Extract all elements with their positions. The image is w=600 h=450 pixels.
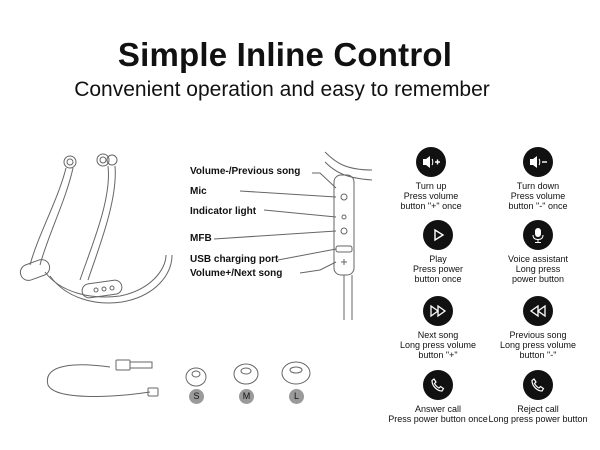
control-turn-down: Turn down Press volume button "-" once bbox=[483, 147, 593, 211]
control-reject-call: Reject call Long press power button bbox=[483, 370, 593, 424]
control-turn-up: Turn up Press volume button "+" once bbox=[376, 147, 486, 211]
callout-indicator-light: Indicator light bbox=[190, 206, 257, 217]
callout-usb-port: USB charging port bbox=[190, 254, 279, 265]
control-answer-call: Answer call Press power button once bbox=[383, 370, 493, 424]
size-badge-l: L bbox=[289, 389, 304, 404]
control-play: Play Press power button once bbox=[383, 220, 493, 284]
ear-tip-medium-icon bbox=[233, 363, 259, 385]
control-voice-assistant: Voice assistant Long press power button bbox=[483, 220, 593, 284]
size-badge-m: M bbox=[239, 389, 254, 404]
ear-tip-large-icon bbox=[281, 361, 311, 385]
previous-track-icon bbox=[523, 296, 553, 326]
page-title: Simple Inline Control bbox=[117, 36, 453, 73]
callout-volume-down: Volume-/Previous song bbox=[190, 166, 301, 177]
page-subtitle: Convenient operation and easy to remembe… bbox=[74, 78, 490, 101]
volume-up-icon bbox=[416, 147, 446, 177]
size-badge-s: S bbox=[189, 389, 204, 404]
callout-volume-up: Volume+/Next song bbox=[190, 268, 283, 279]
next-track-icon bbox=[423, 296, 453, 326]
earbud-right-icon bbox=[96, 153, 110, 167]
callout-mfb: MFB bbox=[190, 233, 212, 244]
play-icon bbox=[423, 220, 453, 250]
answer-call-icon bbox=[423, 370, 453, 400]
ear-tip-small-icon bbox=[185, 367, 207, 387]
earbud-left-icon bbox=[63, 155, 77, 169]
volume-down-icon bbox=[523, 147, 553, 177]
control-next-song: Next song Long press volume button "+" bbox=[383, 296, 493, 360]
reject-call-icon bbox=[523, 370, 553, 400]
control-previous-song: Previous song Long press volume button "… bbox=[483, 296, 593, 360]
microphone-icon bbox=[523, 220, 553, 250]
callout-mic: Mic bbox=[190, 186, 207, 197]
